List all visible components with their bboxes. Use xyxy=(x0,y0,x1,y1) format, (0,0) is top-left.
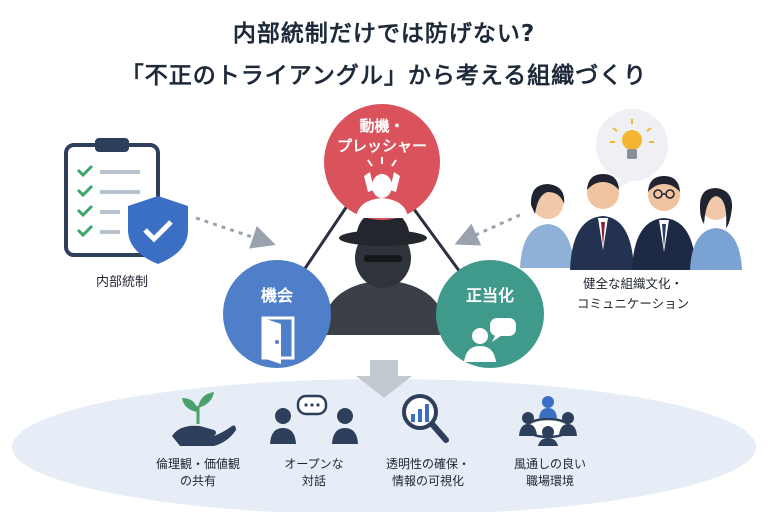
page-title-line1: 内部統制だけでは防げない? xyxy=(232,21,536,47)
motive-pressure-node xyxy=(324,104,440,220)
opportunity-node xyxy=(223,260,331,368)
dashed-arrow-right xyxy=(454,213,521,246)
down-arrow-icon xyxy=(356,360,412,398)
stress-marks-icon xyxy=(367,157,397,167)
speech-person-icon xyxy=(464,318,516,362)
bottom-ellipse xyxy=(12,379,756,512)
stressed-person-icon xyxy=(356,172,408,218)
open-dialogue-label: オープンな 対話 xyxy=(284,457,344,488)
door-icon xyxy=(261,316,295,364)
internal-control-label: 内部統制 xyxy=(95,275,148,290)
workplace-environment-label: 風通しの良い 職場環境 xyxy=(513,457,586,488)
transparency-label: 透明性の確保・ 情報の可視化 xyxy=(385,457,470,488)
ethics-values-label: 倫理観・価値観 の共有 xyxy=(155,457,240,488)
magnifier-chart-icon xyxy=(402,394,449,443)
dashed-arrow-left xyxy=(195,216,276,249)
motive-pressure-label: 動機・ プレッシャー xyxy=(336,117,427,155)
page-title-line2: 「不正のトライアングル」から考える組織づくり xyxy=(120,63,648,89)
lightbulb-idea-icon xyxy=(596,109,668,192)
healthy-culture-label: 健全な組織文化・ コミュニケーション xyxy=(576,276,690,311)
rationalization-node xyxy=(436,260,544,368)
hooded-figure-icon xyxy=(322,210,446,335)
rationalization-label: 正当化 xyxy=(465,286,514,305)
team-circle-icon xyxy=(519,396,577,446)
opportunity-label: 機会 xyxy=(260,286,293,305)
business-team-icon xyxy=(520,174,742,270)
dialogue-people-icon xyxy=(270,394,358,444)
clipboard-shield-icon xyxy=(64,138,188,264)
plant-hand-icon xyxy=(172,392,236,446)
